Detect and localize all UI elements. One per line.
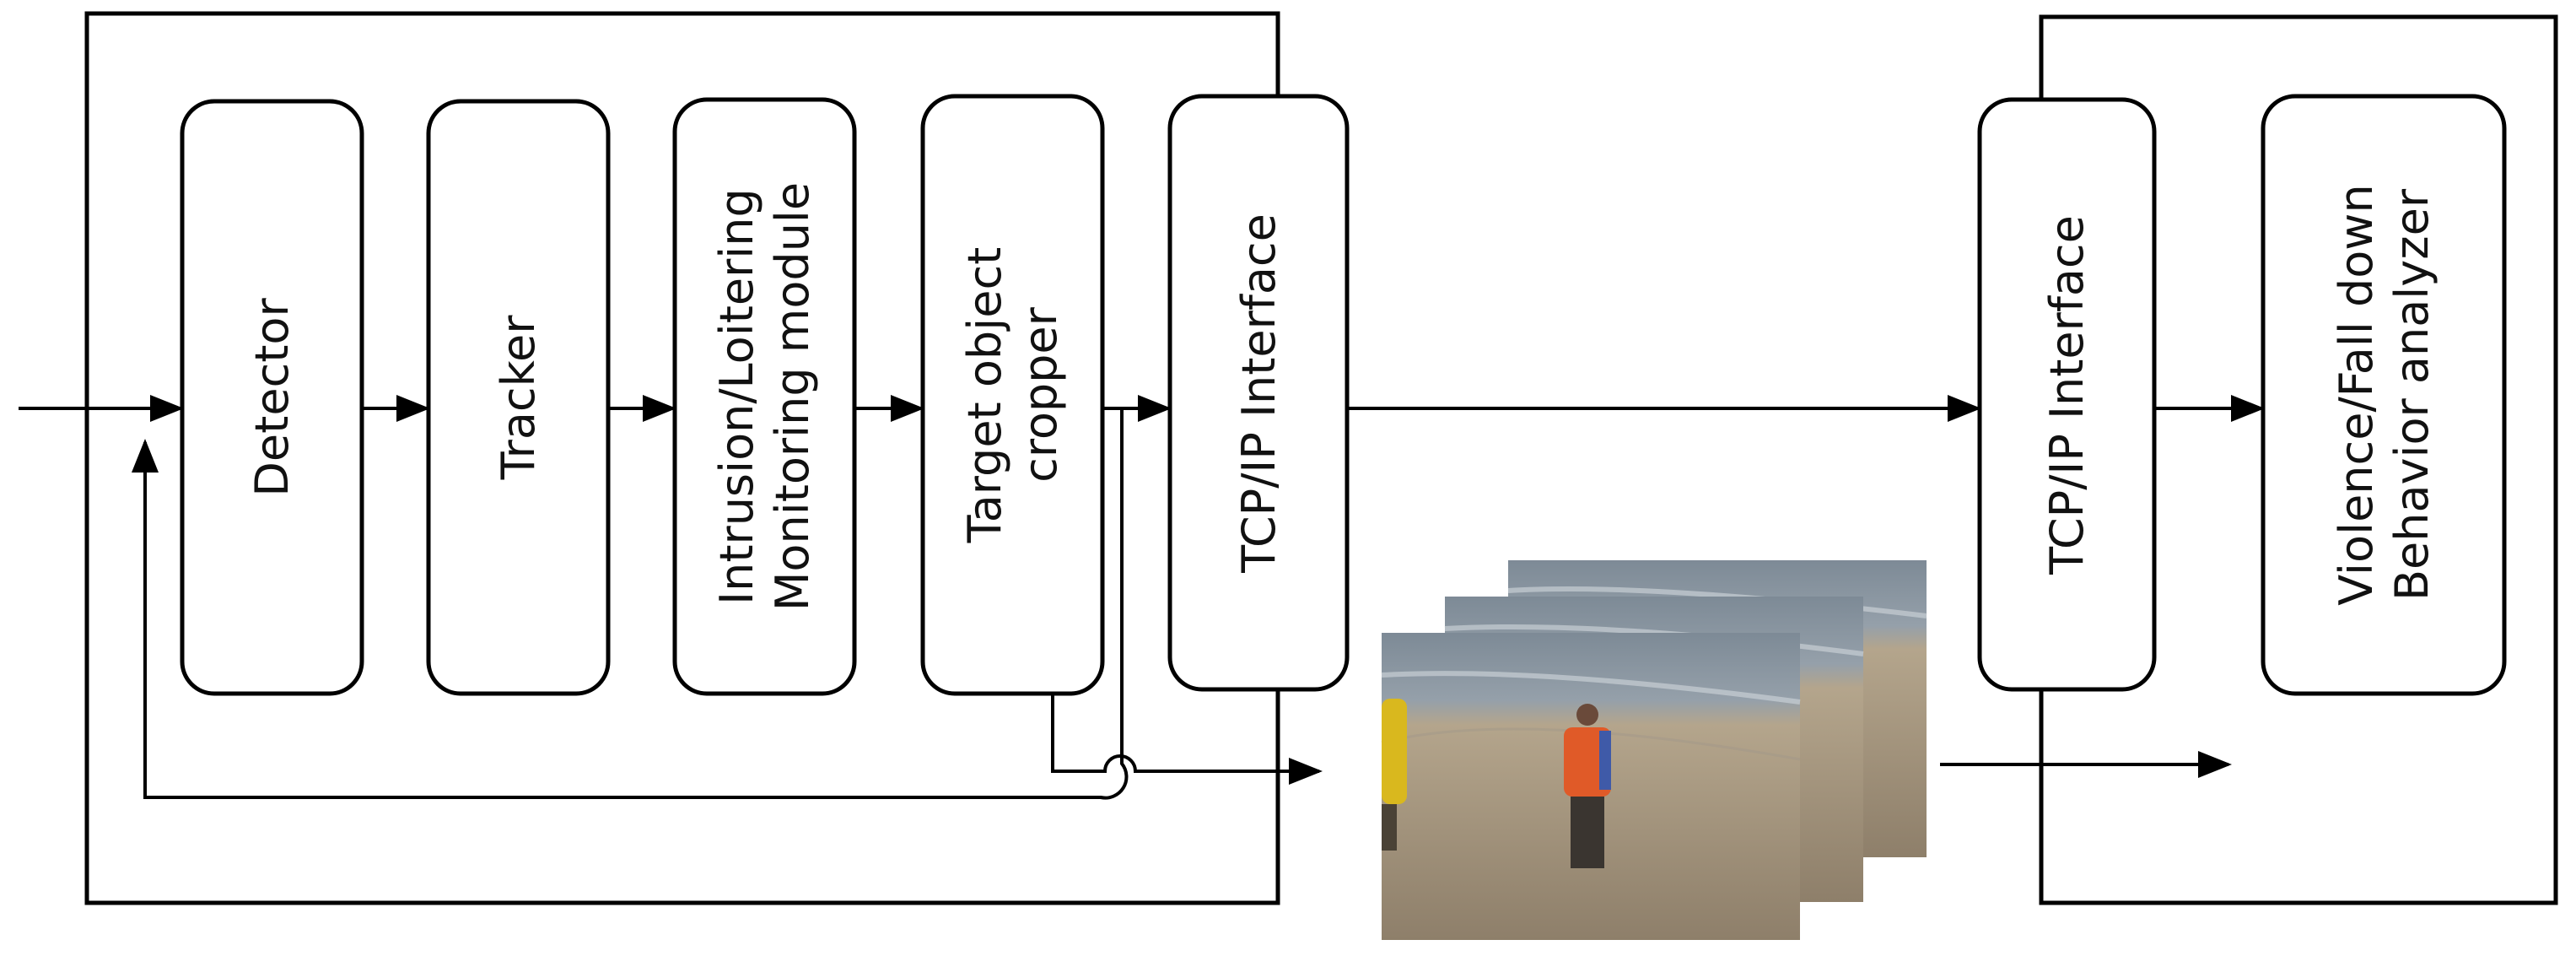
label-line: Detector (245, 298, 299, 497)
cropper-module: Target objectcropper (920, 94, 1105, 696)
label-line: TCP/IP Interface (2040, 215, 2094, 575)
monitoring-module: Intrusion/LoiteringMonitoring module (672, 97, 857, 696)
label-line: TCP/IP Interface (1232, 213, 1285, 574)
label-line: Tracker (492, 315, 545, 481)
person-orange-vest-icon (1564, 704, 1611, 868)
label-line: Monitoring module (766, 182, 819, 611)
tcp-ip-interface-right: TCP/IP Interface (1977, 97, 2157, 692)
label-line: cropper (1014, 306, 1067, 483)
tracker-module: Tracker (426, 99, 611, 696)
feedback-loop-line (132, 408, 1129, 800)
crop-output-line (1051, 694, 1323, 785)
tcp-ip-interface-left: TCP/IP Interface (1167, 94, 1350, 692)
tcp-left-label: TCP/IP Interface (1232, 213, 1285, 574)
label-line: Intrusion/Loitering (710, 188, 763, 605)
behavior-analyzer-module: Violence/Fall downBehavior analyzer (2261, 94, 2507, 696)
label-line: Violence/Fall down (2330, 184, 2383, 605)
tcp-right-label: TCP/IP Interface (2040, 215, 2094, 575)
person-yellow-icon (1382, 699, 1407, 851)
cropper-label: Target objectcropper (958, 247, 1067, 544)
detector-module: Detector (180, 99, 364, 696)
label-line: Behavior analyzer (2385, 188, 2439, 601)
monitoring-label: Intrusion/LoiteringMonitoring module (710, 182, 819, 611)
label-line: Target object (958, 247, 1011, 544)
analyzer-label: Violence/Fall downBehavior analyzer (2330, 184, 2439, 605)
cropped-frames-stack (1381, 560, 1927, 940)
detector-label: Detector (245, 298, 299, 497)
tracker-label: Tracker (492, 315, 545, 481)
